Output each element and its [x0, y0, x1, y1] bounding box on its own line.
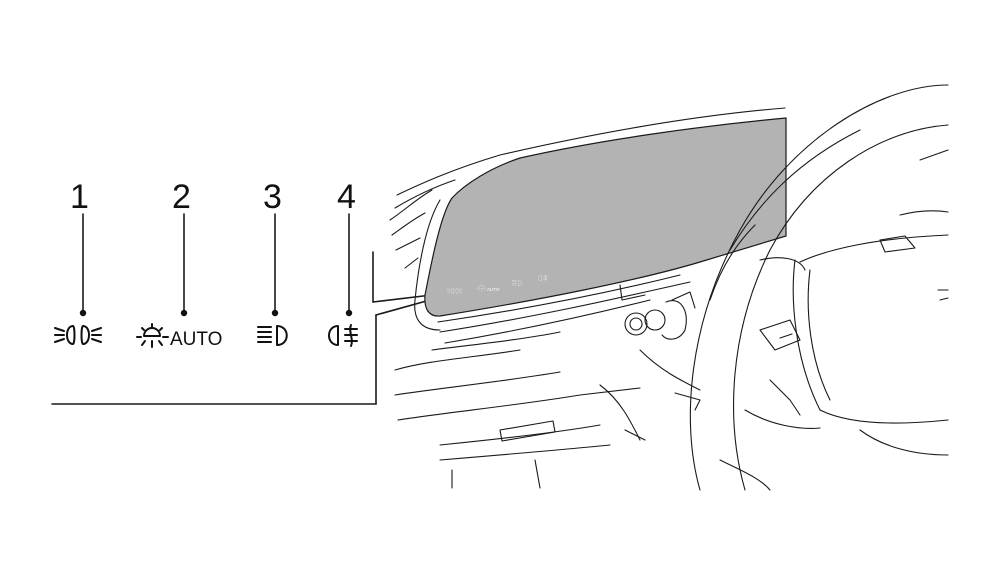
- callout-number-1: 1: [70, 178, 89, 216]
- leader-bracket: [51, 251, 441, 405]
- callout-number-2: 2: [172, 178, 191, 216]
- instrument-cluster-display: [424, 117, 787, 317]
- front-position-lamp-icon: [54, 325, 102, 345]
- callout-4: 4: [337, 178, 356, 317]
- callout-number-4: 4: [337, 178, 356, 216]
- dashboard: AUTO: [389, 107, 787, 489]
- callout-2: 2: [172, 178, 191, 317]
- rear-fog-lamp-icon: [328, 324, 358, 347]
- high-beam-icon: [257, 325, 288, 346]
- steering-wheel: [689, 84, 949, 491]
- callout-1: 1: [70, 178, 89, 317]
- auto-light-icon: [136, 323, 169, 348]
- callout-3: 3: [263, 178, 282, 317]
- callout-number-3: 3: [263, 178, 282, 216]
- svg-text:AUTO: AUTO: [487, 287, 500, 292]
- display-indicator-row: AUTO: [447, 274, 548, 294]
- auto-label: AUTO: [170, 329, 222, 350]
